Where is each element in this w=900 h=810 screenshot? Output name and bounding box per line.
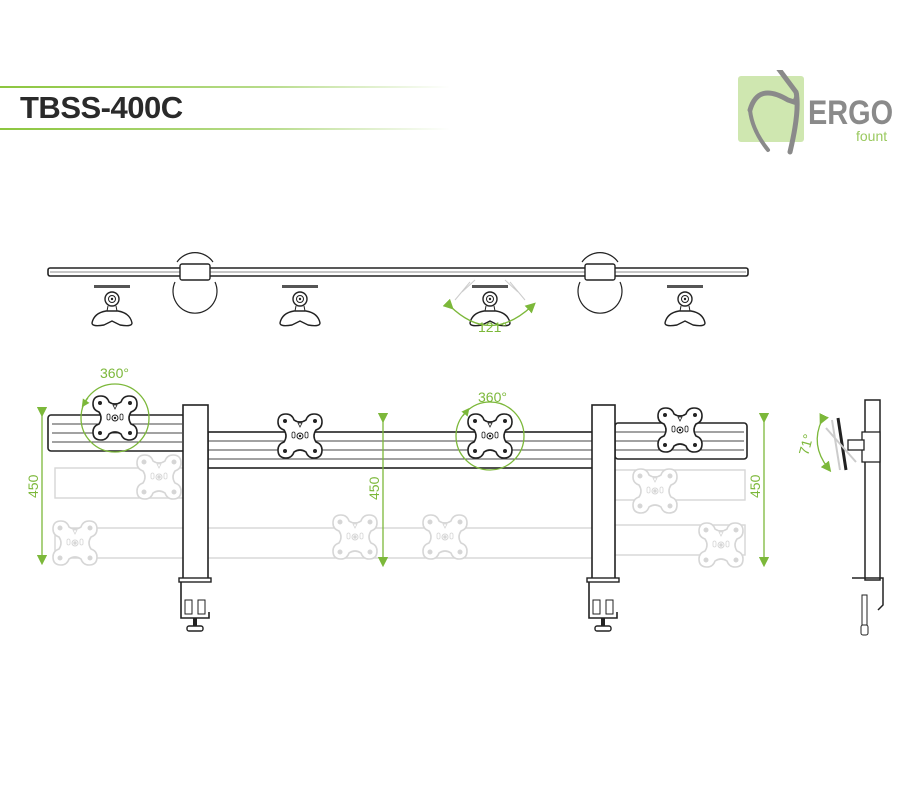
side-pole <box>864 399 881 581</box>
top-mount-1 <box>91 284 133 327</box>
front-view <box>47 395 748 632</box>
rotation-circle-left <box>80 383 150 453</box>
top-mount-4 <box>664 284 706 327</box>
rotation-label-121: 121° <box>478 319 507 335</box>
tilt-label: 71° <box>795 432 816 457</box>
pole-right <box>591 404 616 581</box>
height-dimension-right: 450 <box>747 412 770 568</box>
brand-logo: ERGO fount <box>738 70 898 156</box>
rotation-label-center: 360° <box>478 389 507 405</box>
logo-mark <box>738 70 804 155</box>
tilt-arc <box>816 413 832 473</box>
height-dimension-center: 450 <box>366 412 389 568</box>
top-view: 121° <box>47 252 749 335</box>
side-view: 71° <box>795 399 884 636</box>
logo-sub-text: fount <box>856 128 888 144</box>
svg-text:450: 450 <box>747 474 763 498</box>
top-clamp-left <box>172 252 218 314</box>
svg-text:450: 450 <box>366 476 382 500</box>
header-rule-top <box>0 86 450 88</box>
ghost-positions <box>52 454 746 568</box>
top-mount-2 <box>279 284 321 327</box>
clamp-left <box>178 577 212 632</box>
page-title: TBSS-400C <box>20 90 183 125</box>
pole-left <box>182 404 209 581</box>
logo-brand-text: ERGO <box>808 94 894 132</box>
rotation-circle-center <box>455 401 525 471</box>
swivel-ghost <box>454 279 526 301</box>
rotation-label-left: 360° <box>100 365 129 381</box>
header-rule-bottom <box>0 128 450 130</box>
height-dimension-left: 450 <box>25 406 48 566</box>
top-clamp-right <box>577 252 623 314</box>
clamp-right <box>586 577 620 632</box>
rotation-arc-121 <box>442 298 536 326</box>
svg-text:450: 450 <box>25 474 41 498</box>
